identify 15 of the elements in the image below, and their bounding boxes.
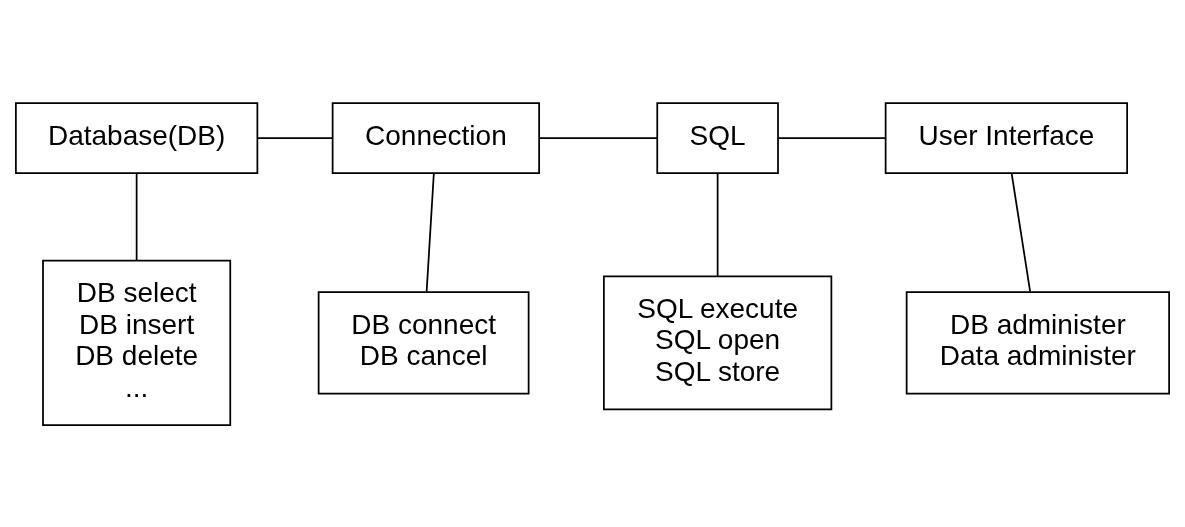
connector [1010, 172, 1031, 292]
node-box: DB connect DB cancel [317, 290, 530, 394]
connector [256, 136, 333, 139]
connector [538, 136, 658, 139]
node-box: SQL [656, 101, 779, 174]
node-box: Connection [331, 101, 540, 174]
node-box: SQL execute SQL open SQL store [603, 274, 833, 410]
node-box: Database(DB) [15, 101, 259, 174]
node-box: DB select DB insert DB delete ... [42, 259, 232, 426]
node-box: DB administer Data administer [905, 290, 1170, 394]
connector [425, 172, 435, 292]
node-box: User Interface [884, 101, 1128, 174]
connector [135, 172, 138, 261]
connector [777, 136, 887, 139]
connector [716, 172, 719, 277]
